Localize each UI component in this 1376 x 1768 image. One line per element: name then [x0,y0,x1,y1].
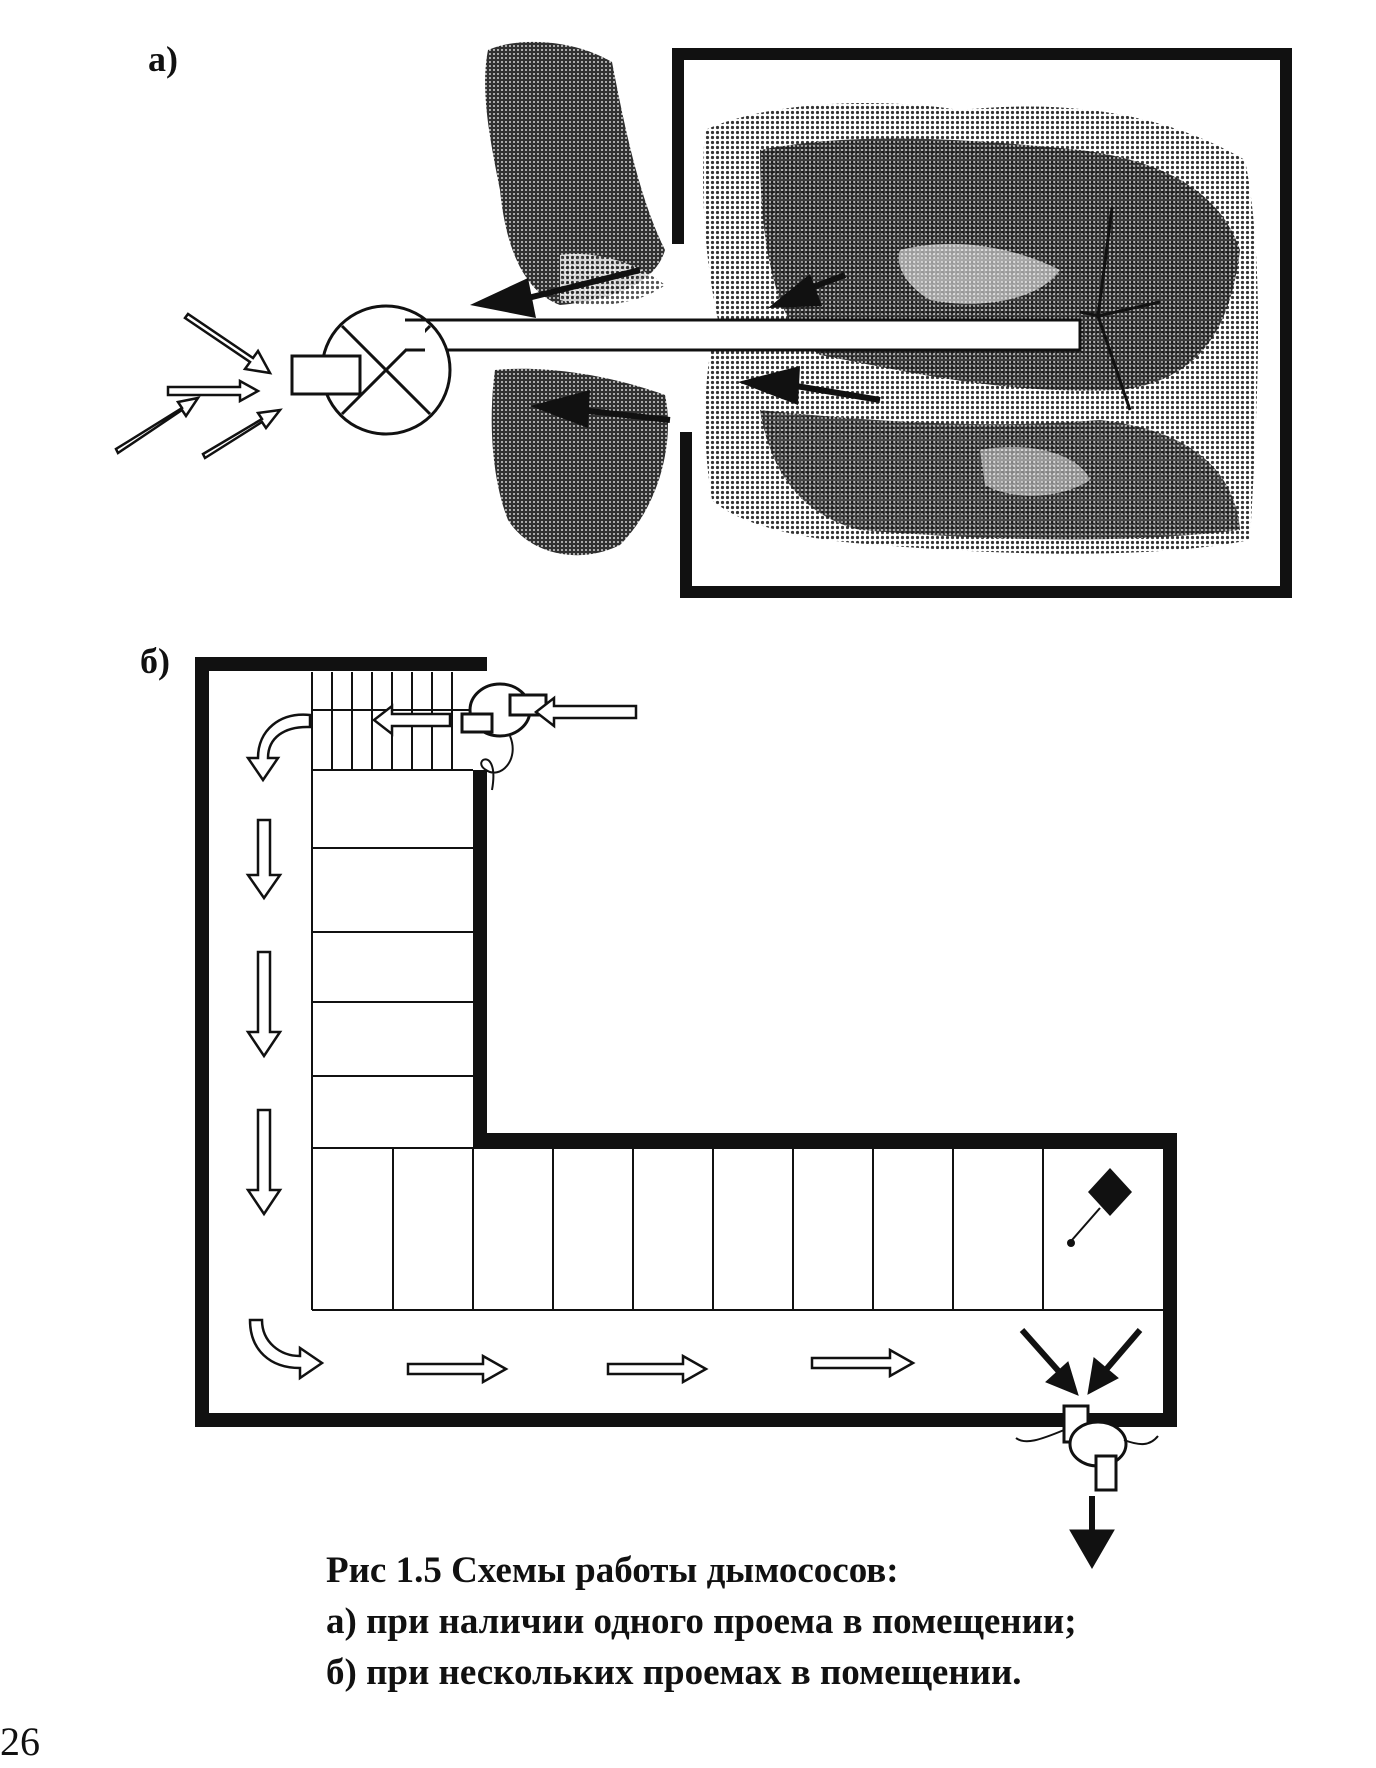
panel-a-label: а) [148,39,178,79]
inlet-air-arrows [371,695,638,737]
exhaust-converge-arrows [1019,1328,1143,1396]
caption-line-b: б) при нескольких проемах в помещении. [326,1652,1022,1693]
fire-source-flag [1067,1168,1132,1247]
caption-line-a: а) при наличии одного проема в помещении… [326,1601,1077,1642]
smoke-exhauster [290,304,452,436]
smoke-flow-arrows [470,267,881,428]
page-number: 26 [0,1719,40,1764]
caption-title: Рис 1.5 Схемы работы дымососов: [326,1550,899,1591]
room-walls [672,48,1292,598]
panel-b-scheme [195,657,1177,1569]
smoke-exhauster-inlet [460,682,548,791]
building-walls [195,657,1177,1427]
smoke-exhauster-outlet [1015,1404,1159,1492]
stair-flights [311,672,1163,1311]
hose-end-nozzle [1079,207,1161,411]
figure-caption: Рис 1.5 Схемы работы дымососов: а) при н… [326,1545,1077,1698]
exhaust-hose [403,318,1082,352]
turn-arrow-bottom [248,1318,325,1381]
air-intake-arrows [114,312,283,460]
down-flow-arrows [245,818,283,1217]
right-flow-arrows [406,1347,916,1385]
turn-arrow-top [245,713,312,783]
panel-b-label: б) [140,641,170,681]
panel-a-scheme [114,41,1292,598]
exhaust-outlet-arrow [1069,1496,1115,1569]
